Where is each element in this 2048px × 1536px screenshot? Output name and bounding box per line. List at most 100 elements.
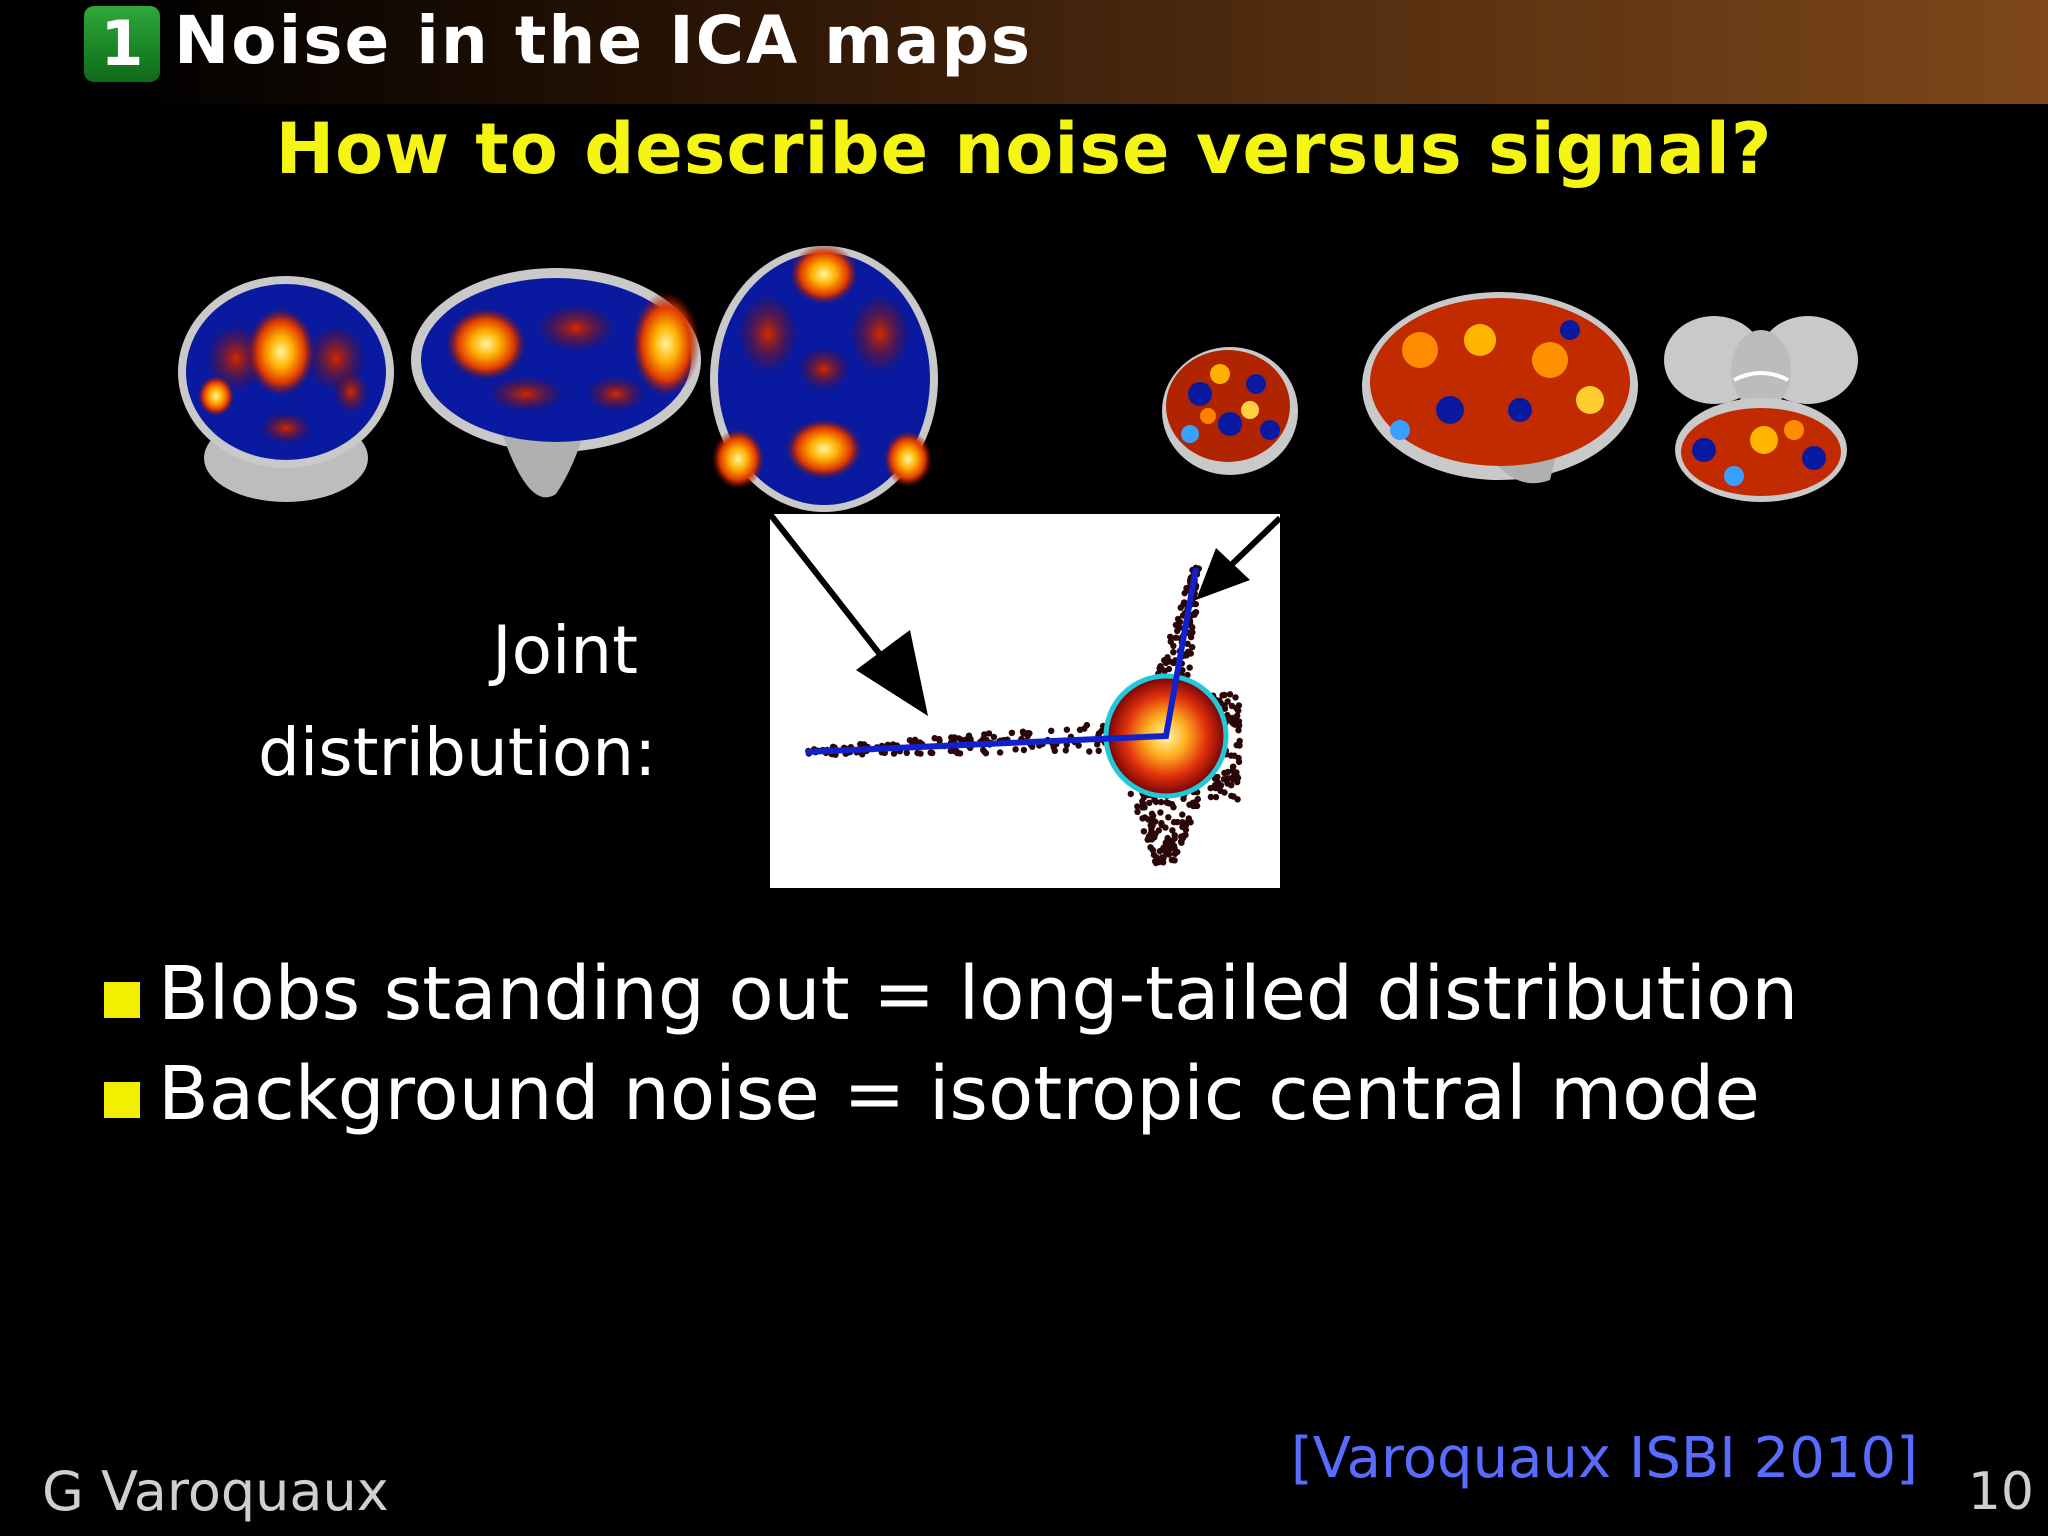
joint-distribution-plot bbox=[770, 514, 1280, 888]
scatter-point bbox=[1234, 774, 1242, 782]
scatter-point bbox=[1189, 629, 1196, 636]
signal-brain-axial bbox=[710, 244, 938, 512]
scatter-point bbox=[1026, 730, 1033, 737]
scatter-point bbox=[1140, 800, 1147, 808]
scatter-point bbox=[1164, 834, 1171, 842]
scatter-point bbox=[1224, 711, 1231, 719]
scatter-point bbox=[1156, 665, 1163, 672]
scatter-point bbox=[955, 735, 962, 742]
noise-brain-sagittal bbox=[1362, 292, 1638, 484]
scatter-point bbox=[1226, 691, 1234, 698]
bullet-text: Blobs standing out = long-tailed distrib… bbox=[158, 951, 1799, 1037]
bullet-text: Background noise = isotropic central mod… bbox=[158, 1051, 1760, 1137]
bullet-item: Background noise = isotropic central mod… bbox=[104, 1044, 1798, 1144]
scatter-point bbox=[1048, 727, 1055, 734]
scatter-point bbox=[1212, 784, 1219, 792]
scatter-point bbox=[903, 749, 910, 756]
scatter-point bbox=[1228, 792, 1235, 800]
author-name: G Varoquaux bbox=[42, 1460, 389, 1523]
scatter-svg bbox=[805, 564, 1243, 867]
scatter-point bbox=[1008, 729, 1016, 736]
scatter-point bbox=[1184, 671, 1191, 679]
scatter-point bbox=[1127, 790, 1134, 798]
scatter-point bbox=[1163, 799, 1170, 806]
scatter-point bbox=[927, 749, 934, 756]
scatter-point bbox=[1227, 752, 1235, 759]
scatter-point bbox=[1184, 640, 1191, 647]
slide-subtitle: How to describe noise versus signal? bbox=[275, 108, 1773, 190]
bullet-square-icon bbox=[104, 982, 140, 1018]
citation-link[interactable]: [Varoquaux ISBI 2010] bbox=[1290, 1426, 1918, 1491]
joint-label-line-2: distribution: bbox=[258, 714, 657, 791]
signal-brain-sagittal bbox=[411, 268, 701, 498]
scatter-point bbox=[1165, 851, 1173, 858]
slide-header: 1 Noise in the ICA maps bbox=[0, 0, 2048, 104]
scatter-point bbox=[1170, 649, 1177, 656]
scatter-point bbox=[1174, 615, 1182, 623]
scatter-point bbox=[1167, 842, 1174, 849]
scatter-point bbox=[1233, 705, 1240, 712]
scatter-point bbox=[1189, 799, 1197, 806]
scatter-point bbox=[1029, 743, 1036, 750]
scatter-point bbox=[1139, 815, 1146, 822]
scatter-point bbox=[1162, 659, 1170, 667]
noise-brain-axial bbox=[1664, 316, 1858, 502]
scatter-point bbox=[1227, 774, 1235, 782]
scatter-point bbox=[1185, 817, 1192, 824]
scatter-point bbox=[1051, 747, 1058, 754]
scatter-point bbox=[1083, 721, 1091, 729]
scatter-point bbox=[1234, 712, 1241, 719]
scatter-point bbox=[1170, 659, 1177, 667]
scatter-point bbox=[859, 751, 866, 758]
scatter-point bbox=[1236, 742, 1243, 749]
scatter-point bbox=[1020, 730, 1027, 737]
scatter-point bbox=[1167, 633, 1174, 640]
scatter-point bbox=[1235, 718, 1243, 725]
scatter-point bbox=[1221, 691, 1228, 699]
scatter-point bbox=[1151, 796, 1158, 803]
scatter-point bbox=[1186, 664, 1193, 671]
bullet-square-icon bbox=[104, 1082, 140, 1118]
scatter-point bbox=[890, 750, 898, 757]
page-number: 10 bbox=[1967, 1462, 2034, 1522]
slide-title: Noise in the ICA maps bbox=[174, 2, 1032, 79]
scatter-point bbox=[1232, 694, 1239, 701]
scatter-point bbox=[1162, 839, 1169, 847]
scatter-point bbox=[1170, 642, 1177, 650]
scatter-point bbox=[931, 735, 938, 742]
scatter-point bbox=[1220, 776, 1228, 783]
scatter-point bbox=[1150, 851, 1158, 859]
scatter-point bbox=[1076, 726, 1084, 733]
scatter-point bbox=[1233, 769, 1240, 776]
scatter-point bbox=[1181, 832, 1188, 839]
scatter-point bbox=[1140, 828, 1148, 835]
scatter-point bbox=[1148, 817, 1155, 824]
scatter-point bbox=[1020, 746, 1028, 754]
scatter-point bbox=[1207, 784, 1214, 792]
scatter-point bbox=[1095, 747, 1102, 754]
bullet-item: Blobs standing out = long-tailed distrib… bbox=[104, 944, 1798, 1044]
scatter-point bbox=[982, 750, 990, 757]
scatter-point bbox=[1151, 834, 1158, 841]
scatter-point bbox=[1171, 835, 1178, 842]
scatter-point bbox=[1140, 794, 1148, 801]
scatter-point bbox=[981, 731, 988, 738]
scatter-point bbox=[1179, 823, 1186, 831]
scatter-point bbox=[1189, 624, 1196, 631]
scatter-point bbox=[1094, 741, 1101, 748]
scatter-point bbox=[917, 750, 924, 757]
scatter-point bbox=[1146, 799, 1153, 806]
scatter-point bbox=[1134, 803, 1141, 810]
scatter-point bbox=[1152, 859, 1160, 867]
bullet-list: Blobs standing out = long-tailed distrib… bbox=[104, 944, 1798, 1144]
scatter-point bbox=[1147, 844, 1154, 851]
scatter-point bbox=[1212, 793, 1220, 801]
scatter-point bbox=[1165, 814, 1172, 821]
noise-brain-coronal bbox=[1162, 347, 1298, 475]
joint-label-line-1: Joint bbox=[492, 612, 638, 689]
joint-distribution-label: Joint distribution: bbox=[258, 600, 657, 804]
scatter-point bbox=[1207, 793, 1215, 801]
signal-brain-coronal bbox=[178, 276, 394, 502]
scatter-point bbox=[1182, 651, 1190, 658]
scatter-point bbox=[1171, 857, 1178, 864]
